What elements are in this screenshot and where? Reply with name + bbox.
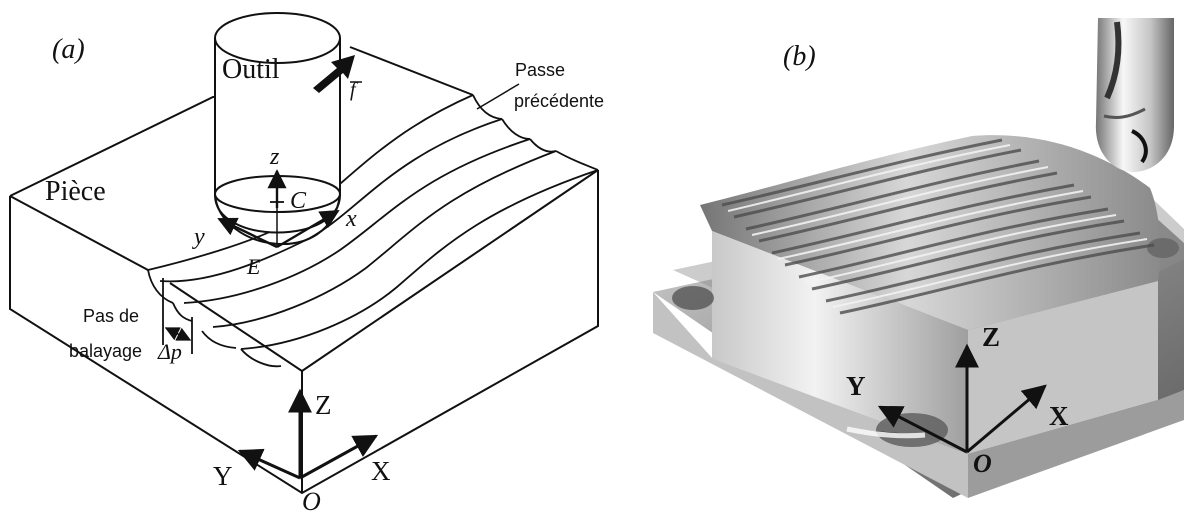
global-axis-x-label-a: X — [371, 456, 391, 486]
previous-pass-label-line1: Passe — [515, 60, 565, 80]
local-axis-x-label: x — [345, 206, 357, 232]
global-axis-z-label-a: Z — [315, 390, 332, 420]
tool-center-label: C — [290, 188, 307, 214]
step-label-line2: balayage — [69, 341, 142, 361]
feed-direction-arrow-icon — [313, 55, 355, 93]
step-symbol: Δp — [157, 339, 182, 364]
previous-pass-leader-line — [476, 83, 520, 110]
global-axis-y-label-a: Y — [213, 461, 233, 491]
global-axis-x-label-b: X — [1049, 401, 1069, 431]
previous-pass-label-line2: précédente — [514, 91, 604, 111]
origin-label-a: O — [302, 487, 321, 516]
contact-point-label: E — [246, 254, 261, 279]
panel-b-photo: (b) — [653, 18, 1184, 498]
surface-highlights — [727, 144, 1148, 308]
global-axes-b — [877, 343, 1047, 454]
ball-end-tool — [214, 12, 341, 245]
local-axis-z-label: z — [269, 144, 280, 170]
surface-scallops — [721, 138, 1155, 315]
step-label-line1: Pas de — [83, 306, 139, 326]
panel-b-label: (b) — [783, 41, 816, 72]
previous-pass-grooves — [147, 94, 599, 368]
workpiece-label: Pièce — [45, 176, 106, 207]
global-axis-z-label-b: Z — [982, 322, 1000, 352]
step-dimension-marker — [162, 278, 193, 354]
global-axis-y-label-b: Y — [846, 371, 866, 401]
tool-label: Outil — [222, 54, 280, 85]
panel-a-label: (a) — [52, 34, 85, 65]
ball-end-cutter-photo — [1095, 18, 1174, 172]
feed-label: f — [350, 79, 358, 101]
global-axes-a — [237, 388, 379, 480]
machined-part-photo — [653, 135, 1184, 498]
local-axis-y-label: y — [192, 224, 205, 250]
panel-a-diagram: (a) — [9, 12, 604, 516]
origin-label-b: O — [973, 449, 992, 478]
tool-local-axes — [217, 169, 340, 249]
